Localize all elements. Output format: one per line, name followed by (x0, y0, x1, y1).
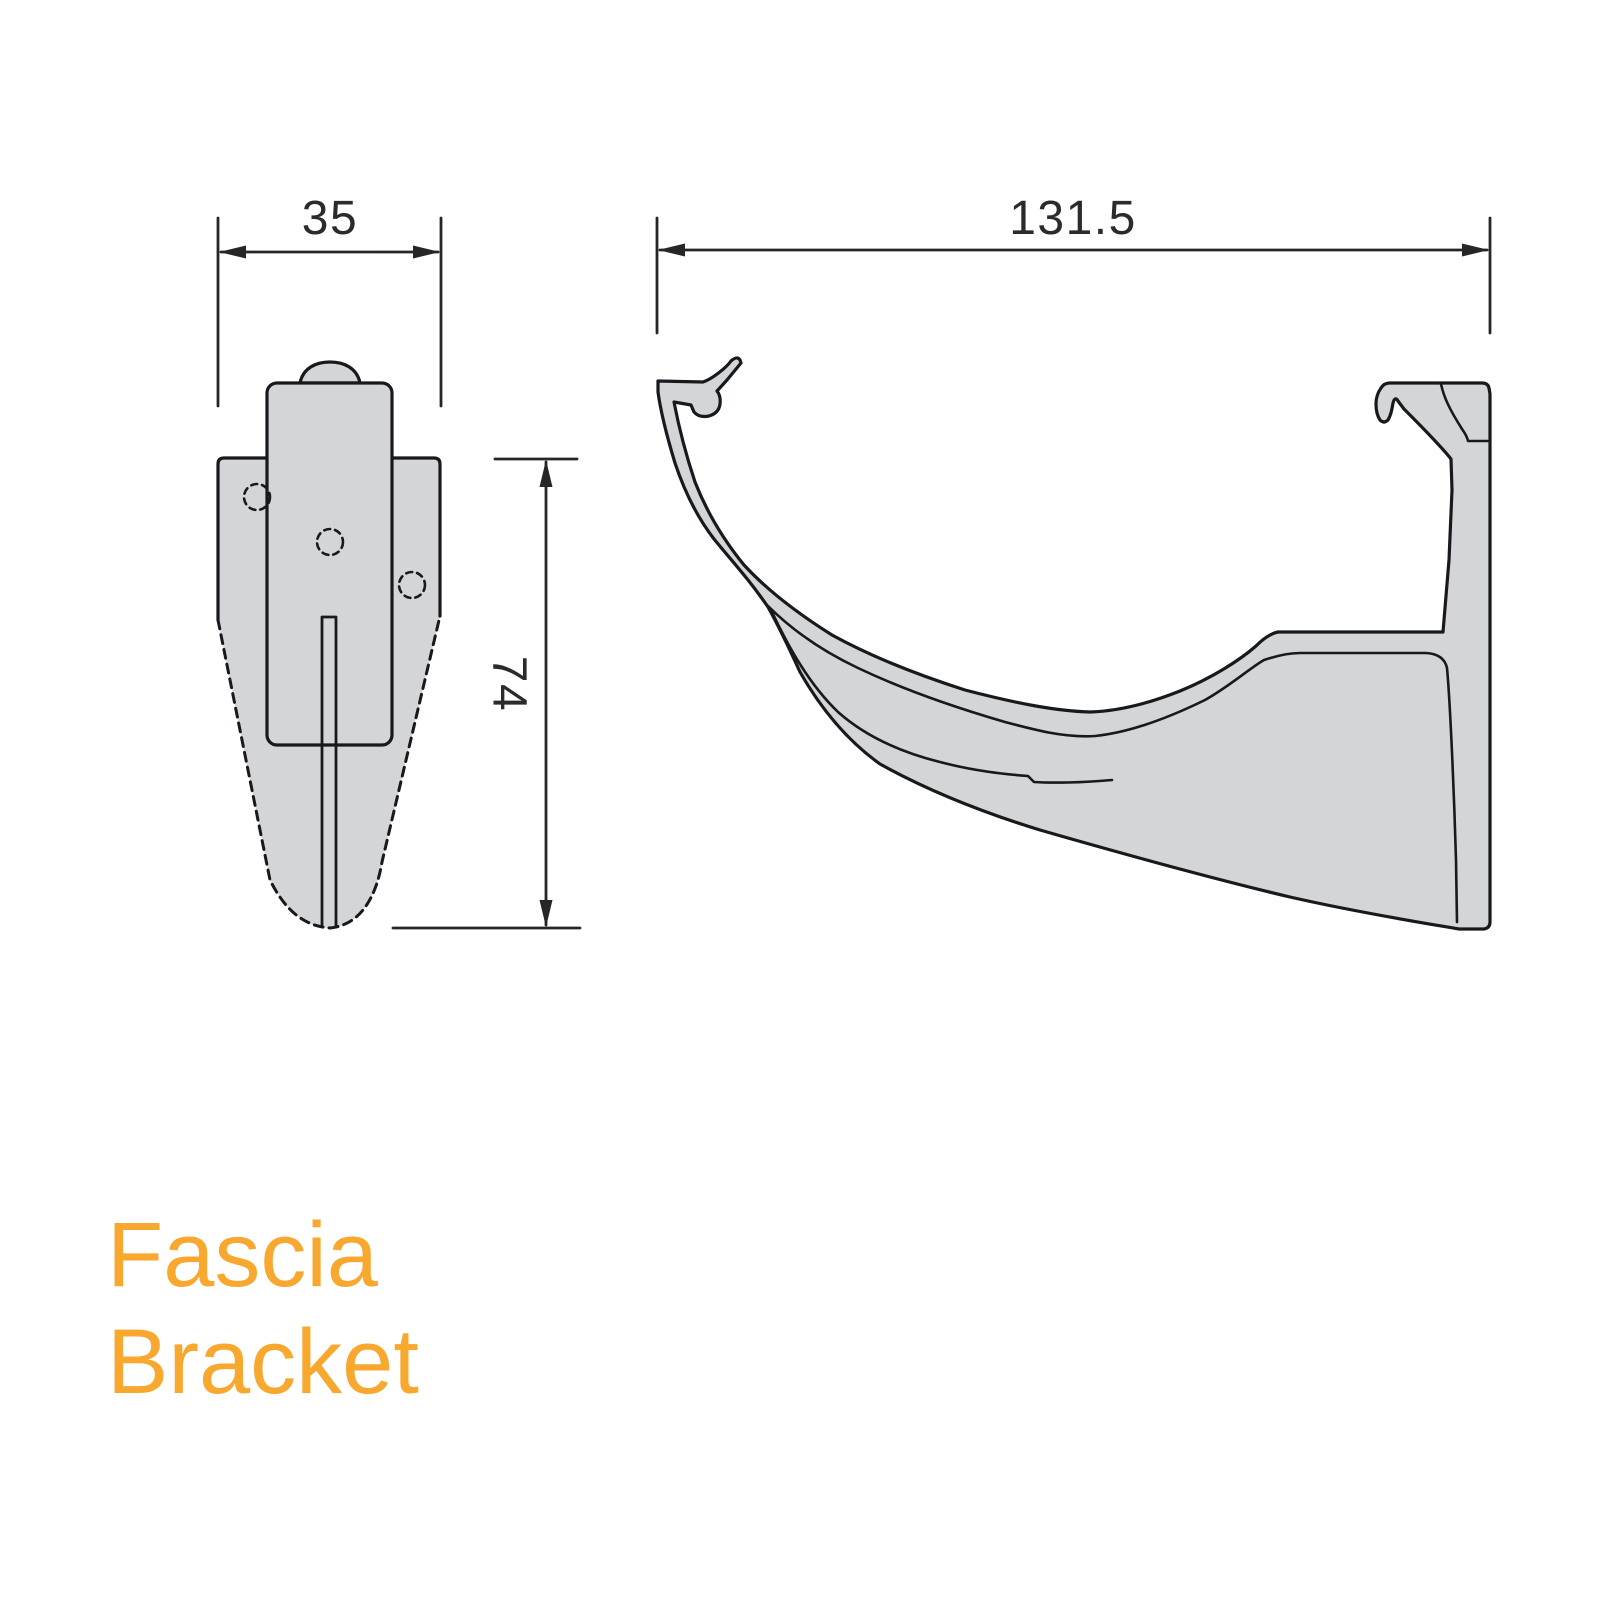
dimension-label-front-height: 74 (482, 655, 536, 713)
dimension-label-front-width: 35 (301, 192, 359, 245)
dimension-front-height-arrow-bottom (539, 900, 553, 927)
side-cradle-underside-line (766, 604, 1459, 924)
side-hook-seam-line (1439, 382, 1490, 443)
dimension-front-width-arrow-left (219, 245, 246, 259)
front-clip-dome (298, 360, 362, 385)
front-plate-outline-dashed (216, 614, 442, 930)
dimension-front-height-arrow-top (539, 460, 553, 487)
dimension-front-height (391, 457, 582, 930)
dimension-side-width-arrow-left (658, 243, 685, 257)
front-centre-slot (320, 615, 338, 929)
dimension-side-width-extension-lines (655, 216, 1492, 335)
front-screw-hole-2 (315, 527, 345, 557)
dimension-side-width (655, 216, 1492, 335)
dimension-label-side-width: 131.5 (1009, 192, 1137, 245)
side-web-edge-line (770, 610, 1114, 784)
front-clip-plate (265, 381, 394, 747)
dimension-front-width-extension-lines (216, 216, 443, 408)
front-view (216, 360, 442, 930)
part-title-line-2: Bracket (107, 1311, 419, 1413)
side-view (656, 356, 1492, 931)
front-screw-hole-1 (242, 482, 272, 512)
side-silhouette (656, 356, 1492, 931)
part-title-line-1: Fascia (107, 1204, 378, 1306)
front-screw-hole-3 (397, 570, 427, 600)
dimension-side-width-arrow-right (1462, 243, 1489, 257)
dimension-front-height-extension-lines (391, 457, 582, 930)
dimension-front-width-arrow-right (413, 245, 440, 259)
dimension-front-width (216, 216, 443, 408)
